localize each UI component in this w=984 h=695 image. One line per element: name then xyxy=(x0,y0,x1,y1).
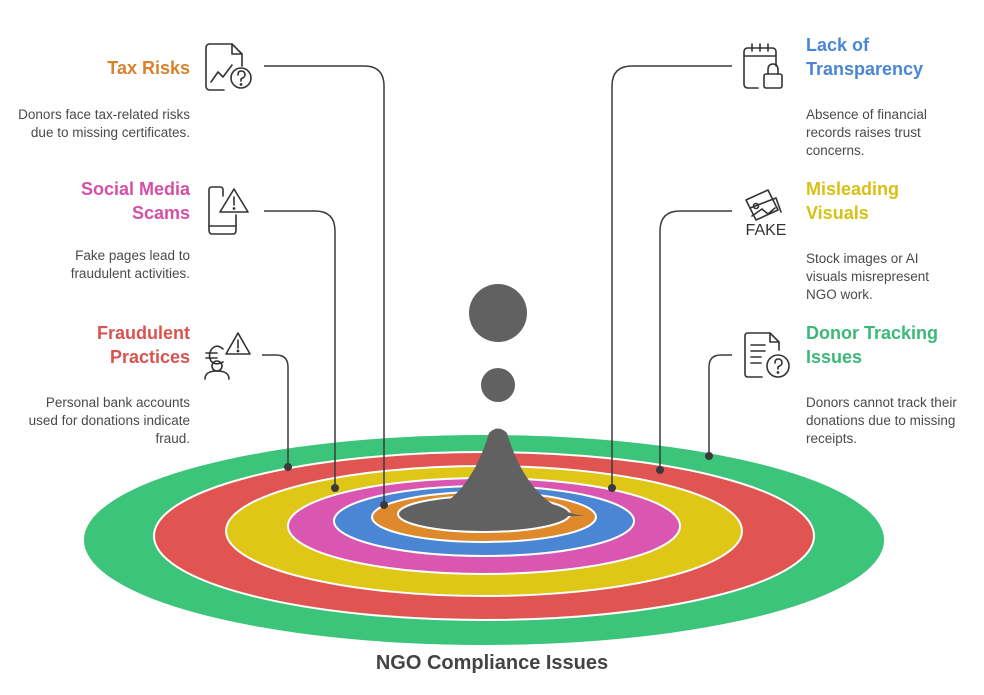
connector-tax-risks xyxy=(264,65,385,505)
item-desc-lack-of-transparency: Absence of financial records raises trus… xyxy=(806,107,927,158)
droplet-large xyxy=(469,284,527,342)
connector-fraudulent xyxy=(262,354,289,467)
item-title-social-media-scams: Social Media Scams xyxy=(80,179,190,223)
phone-warning-icon xyxy=(208,186,249,235)
fake-label: FAKE xyxy=(746,222,787,239)
calendar-lock-icon xyxy=(743,43,783,89)
item-desc-donor-tracking-issues: Donors cannot track their donations due … xyxy=(806,395,957,446)
document-question-icon xyxy=(744,332,790,378)
item-desc-tax-risks: Donors face tax-related risks due to mis… xyxy=(18,107,190,140)
item-desc-social-media-scams: Fake pages lead to fraudulent activities… xyxy=(70,248,190,281)
connector-dot xyxy=(331,484,339,492)
connector-dot xyxy=(705,452,713,460)
item-title-tax-risks: Tax Risks xyxy=(107,58,190,78)
item-desc-fraudulent-practices: Personal bank accounts used for donation… xyxy=(28,395,190,446)
droplet-small xyxy=(481,368,515,402)
item-title-fraudulent-practices: Fraudulent Practices xyxy=(97,323,190,367)
chart-question-icon xyxy=(205,43,252,91)
connector-donor-tracking xyxy=(708,354,732,456)
splash-peak xyxy=(410,428,586,516)
item-title-misleading-visuals: Misleading Visuals xyxy=(806,179,900,223)
connector-dot xyxy=(284,463,292,471)
fake-image-icon: FAKE xyxy=(745,189,787,239)
diagram-title: NGO Compliance Issues xyxy=(375,652,609,674)
connector-dot xyxy=(656,466,664,474)
item-title-lack-of-transparency: Lack of Transparency xyxy=(806,35,924,79)
item-title-donor-tracking-issues: Donor Tracking Issues xyxy=(806,323,939,367)
connector-transparency xyxy=(611,65,732,488)
connector-dot xyxy=(608,484,616,492)
item-desc-misleading-visuals: Stock images or AI visuals misrepresent … xyxy=(806,251,930,302)
connector-social-media xyxy=(264,210,336,488)
person-euro-warning-icon xyxy=(204,332,251,380)
connector-misleading xyxy=(659,210,732,470)
connector-dot xyxy=(380,501,388,509)
